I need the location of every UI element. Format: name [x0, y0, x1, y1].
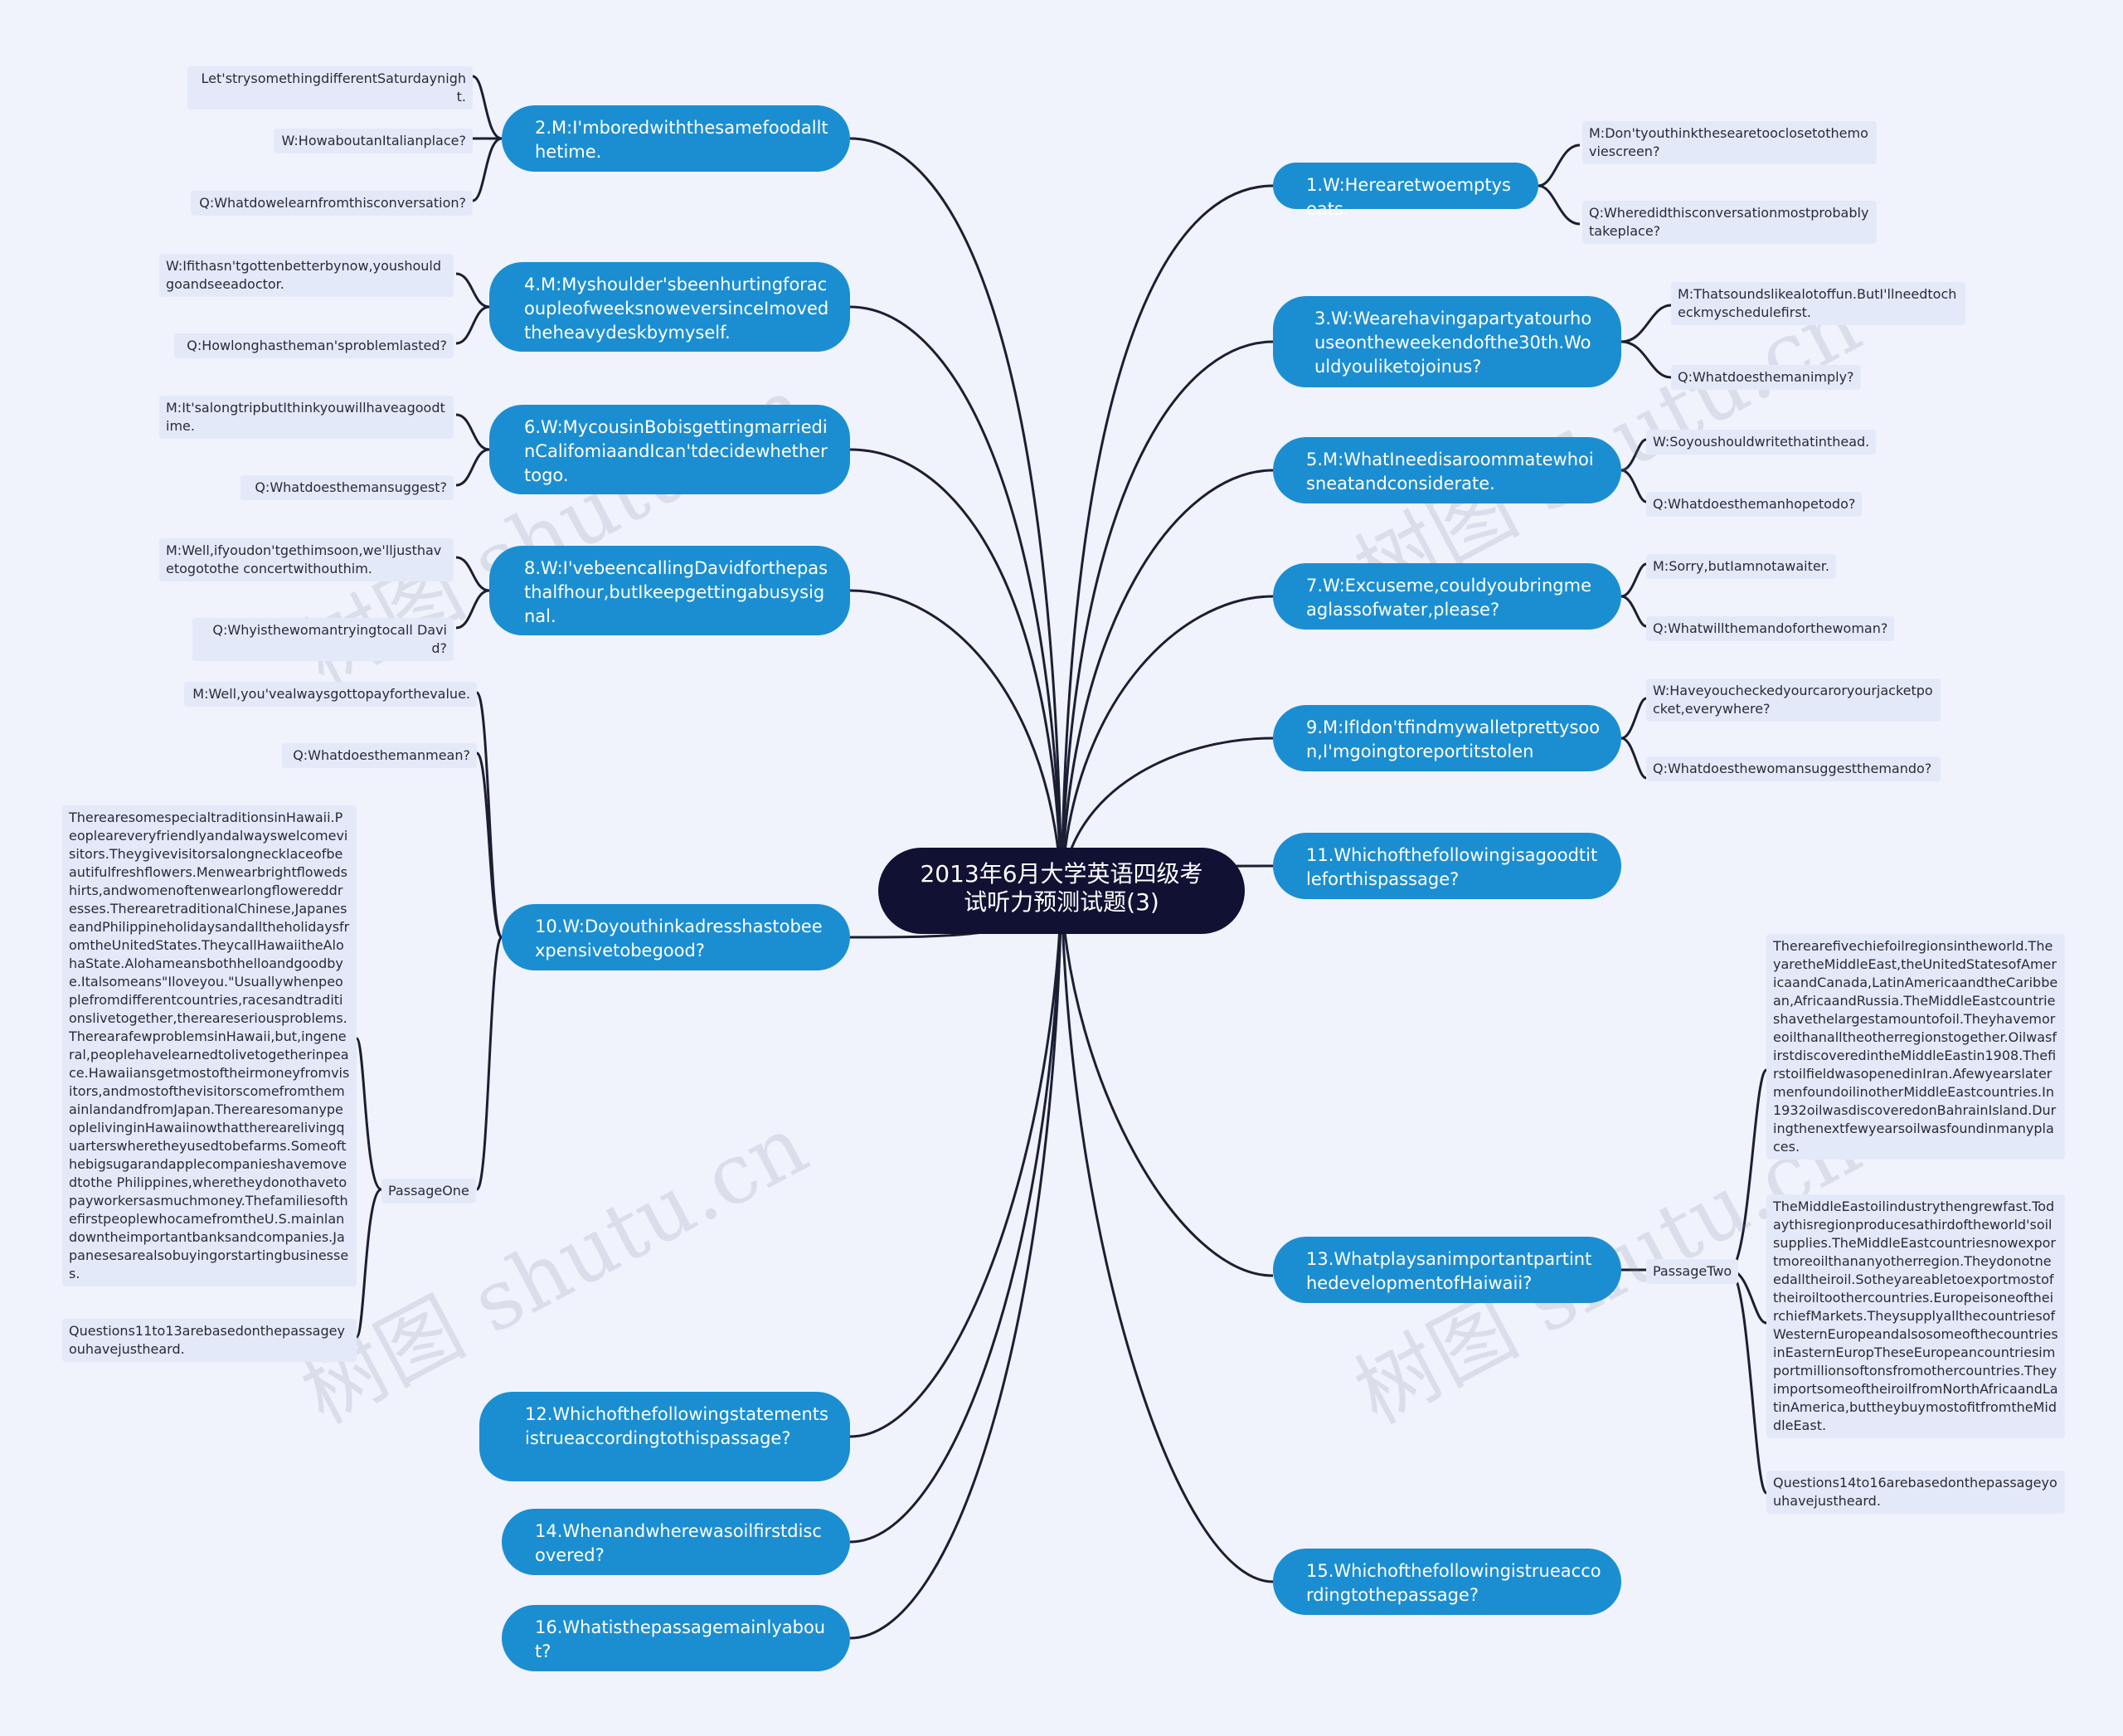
branch-q5[interactable]: 5.M:WhatIneedisaroommatewhoisneatandcons… [1273, 437, 1621, 503]
leaf-passage-one-text[interactable]: TherearesomespecialtraditionsinHawaii.Pe… [62, 805, 357, 1286]
leaf-q10-question[interactable]: Q:Whatdoesthemanmean? [282, 743, 477, 768]
leaf-q7-answer[interactable]: M:Sorry,butIamnotawaiter. [1646, 554, 1836, 579]
root-topic[interactable]: 2013年6月大学英语四级考试听力预测试题(3) [878, 848, 1245, 934]
leaf-passage-two-questions[interactable]: Questions14to16arebasedonthepassageyouha… [1766, 1471, 2065, 1514]
branch-q7[interactable]: 7.W:Excuseme,couldyoubringmeaglassofwate… [1273, 563, 1621, 630]
leaf-passage-one[interactable]: PassageOne [381, 1179, 476, 1204]
branch-q4[interactable]: 4.M:Myshoulder'sbeenhurtingforacoupleofw… [489, 262, 850, 352]
branch-q11[interactable]: 11.Whichofthefollowingisagoodtitleforthi… [1273, 833, 1621, 899]
leaf-q8-question[interactable]: Q:Whyisthewomantryingtocall David? [192, 618, 454, 661]
branch-q9[interactable]: 9.M:IfIdon'tfindmywalletprettysoon,I'mgo… [1273, 705, 1621, 771]
leaf-q6-answer[interactable]: M:It'salongtripbutIthinkyouwillhaveagood… [159, 396, 454, 439]
leaf-q2-line2[interactable]: W:HowaboutanItalianplace? [274, 129, 473, 153]
branch-q14[interactable]: 14.Whenandwherewasoilfirstdiscovered? [502, 1509, 850, 1575]
leaf-q5-answer[interactable]: W:Soyoushouldwritethatinthead. [1646, 430, 1877, 455]
leaf-q9-answer[interactable]: W:Haveyoucheckedyourcaroryourjacketpocke… [1646, 678, 1941, 722]
branch-q15[interactable]: 15.Whichofthefollowingistrueaccordingtot… [1273, 1549, 1621, 1615]
leaf-passage-two[interactable]: PassageTwo [1646, 1259, 1739, 1284]
leaf-q3-answer[interactable]: M:Thatsoundslikealotoffun.ButI'llneedtoc… [1671, 282, 1965, 325]
leaf-q4-question[interactable]: Q:Howlonghastheman'sproblemlasted? [174, 333, 454, 358]
branch-q2[interactable]: 2.M:I'mboredwiththesamefoodallthetime. [502, 105, 850, 172]
leaf-q8-answer[interactable]: M:Well,ifyoudon'tgethimsoon,we'lljusthav… [159, 538, 454, 581]
branch-q13[interactable]: 13.Whatplaysanimportantpartinthedevelopm… [1273, 1237, 1621, 1303]
leaf-q1-answer[interactable]: M:Don'tyouthinkthesearetooclosetothemovi… [1582, 121, 1877, 164]
branch-q8[interactable]: 8.W:I'vebeencallingDavidforthepasthalfho… [489, 546, 850, 635]
branch-q16[interactable]: 16.Whatisthepassagemainlyabout? [502, 1605, 850, 1671]
leaf-q1-question[interactable]: Q:Wheredidthisconversationmostprobablyta… [1582, 201, 1877, 244]
leaf-q3-question[interactable]: Q:Whatdoesthemanimply? [1671, 365, 1861, 390]
leaf-q2-question[interactable]: Q:Whatdowelearnfromthisconversation? [191, 191, 473, 216]
leaf-q6-question[interactable]: Q:Whatdoesthemansuggest? [240, 475, 454, 500]
branch-q10[interactable]: 10.W:Doyouthinkadresshastobeexpensivetob… [502, 904, 850, 970]
branch-q3[interactable]: 3.W:Wearehavingapartyatourhouseontheweek… [1273, 296, 1621, 387]
branch-q6[interactable]: 6.W:MycousinBobisgettingmarriedinCalifom… [489, 405, 850, 494]
leaf-q4-answer[interactable]: W:Ifithasn'tgottenbetterbynow,youshouldg… [159, 254, 454, 297]
leaf-passage-two-text-2[interactable]: TheMiddleEastoilindustrythengrewfast.Tod… [1766, 1194, 2065, 1438]
leaf-q2-line1[interactable]: Let'strysomethingdifferentSaturdaynight. [187, 66, 473, 109]
branch-q12[interactable]: 12.Whichofthefollowingstatementsistrueac… [479, 1392, 850, 1481]
leaf-q5-question[interactable]: Q:Whatdoesthemanhopetodo? [1646, 492, 1863, 517]
leaf-q9-question[interactable]: Q:Whatdoesthewomansuggestthemando? [1646, 756, 1941, 781]
branch-q1[interactable]: 1.W:Herearetwoemptyseats. [1273, 163, 1538, 219]
leaf-passage-one-questions[interactable]: Questions11to13arebasedonthepassageyouha… [62, 1319, 357, 1362]
leaf-q7-question[interactable]: Q:Whatwillthemandoforthewoman? [1646, 616, 1895, 641]
leaf-q10-answer[interactable]: M:Well,you'vealwaysgottopayforthevalue. [184, 682, 477, 707]
leaf-passage-two-text-1[interactable]: Therearefivechiefoilregionsintheworld.Th… [1766, 934, 2065, 1160]
